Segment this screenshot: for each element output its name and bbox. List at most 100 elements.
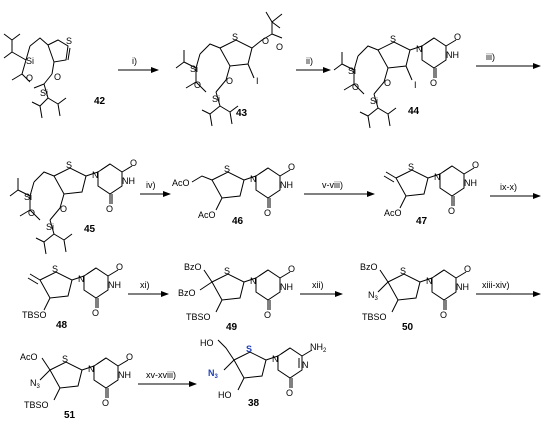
atom-s: S — [52, 264, 58, 274]
atom-tbso: TBSO — [186, 312, 211, 322]
atom-aco: AcO — [20, 352, 38, 362]
compound-number: 42 — [94, 96, 106, 107]
atom-s: S — [232, 32, 238, 42]
atom-n3: N3 — [368, 290, 379, 302]
step-label: xii) — [312, 280, 324, 290]
atom-nh: NH — [280, 282, 293, 292]
atom-n: N — [78, 274, 85, 284]
compound-number: 45 — [84, 224, 96, 235]
compound-number: 46 — [232, 216, 244, 227]
atom-nh: NH — [122, 176, 135, 186]
step-label: i) — [132, 56, 137, 66]
atom-o: O — [194, 80, 201, 90]
atom-o: O — [262, 36, 269, 46]
atom-n: N — [426, 276, 433, 286]
atom-nh2: NH2 — [310, 342, 327, 354]
atom-si: Si — [46, 222, 54, 232]
compound-number: 44 — [408, 106, 420, 117]
atom-o: O — [472, 160, 479, 170]
atom-si: Si — [212, 94, 220, 104]
step-label: xi) — [140, 280, 150, 290]
atom-o: O — [430, 78, 437, 88]
atom-tbso: TBSO — [24, 400, 49, 410]
step-label: v-viii) — [322, 180, 343, 190]
atom-s: S — [62, 354, 68, 364]
compound-42: S Si O Si O 42 — [3, 33, 106, 119]
atom-aco: AcO — [384, 208, 402, 218]
compound-number: 50 — [402, 322, 414, 333]
step-label: xiii-xiv) — [482, 280, 510, 290]
atom-o: O — [264, 310, 271, 320]
atom-o: O — [286, 388, 293, 398]
compound-51: S N NH O O AcO N3 TBSO 51 — [20, 352, 133, 421]
atom-si: Si — [190, 64, 198, 74]
atom-o: O — [26, 73, 33, 83]
atom-n: N — [434, 172, 441, 182]
atom-si: Si — [370, 96, 378, 106]
compound-45: S N NH O O Si O Si O 45 — [9, 158, 137, 255]
atom-s: S — [246, 344, 252, 354]
step-label: ii) — [306, 56, 313, 66]
atom-o: O — [448, 206, 455, 216]
atom-s: S — [390, 34, 396, 44]
atom-o: O — [102, 398, 109, 408]
compound-47: S N NH O O AcO 47 — [383, 160, 479, 227]
atom-nh: NH — [108, 280, 121, 290]
atom-si: Si — [40, 88, 48, 98]
atom-s: S — [224, 164, 230, 174]
atom-ho: HO — [200, 338, 214, 348]
atom-o: O — [288, 162, 295, 172]
atom-o: O — [28, 208, 35, 218]
atom-s: S — [66, 160, 72, 170]
atom-o: O — [60, 204, 67, 214]
atom-o: O — [130, 158, 137, 168]
atom-n: N — [302, 360, 309, 370]
atom-o: O — [126, 352, 133, 362]
atom-o: O — [116, 262, 123, 272]
compound-number: 38 — [248, 398, 260, 409]
atom-o: O — [352, 82, 359, 92]
compound-38: S N N NH2 O HO N3 HO 38 — [200, 338, 327, 409]
atom-s: S — [408, 162, 414, 172]
atom-s: S — [400, 266, 406, 276]
atom-si: Si — [26, 56, 34, 66]
atom-s: S — [66, 36, 72, 46]
step-label: ix-x) — [500, 182, 517, 192]
atom-ho: HO — [218, 390, 232, 400]
atom-bzo: BzO — [184, 262, 202, 272]
atom-o: O — [264, 208, 271, 218]
compound-number: 43 — [236, 108, 248, 119]
atom-i: I — [414, 80, 417, 90]
atom-nh: NH — [464, 178, 477, 188]
atom-bzo: BzO — [360, 262, 378, 272]
atom-o: O — [226, 76, 233, 86]
atom-tbso: TBSO — [362, 312, 387, 322]
atom-n3: N3 — [208, 368, 219, 380]
atom-tbso: TBSO — [22, 310, 47, 320]
step-label: xv-xviii) — [146, 370, 176, 380]
step-label: iv) — [146, 180, 156, 190]
atom-n: N — [88, 364, 95, 374]
compound-number: 47 — [416, 216, 428, 227]
compound-44: S N NH O O I Si O Si O 44 — [333, 32, 461, 129]
atom-i: I — [256, 76, 259, 86]
atom-o: O — [384, 78, 391, 88]
atom-o: O — [106, 204, 113, 214]
atom-o: O — [288, 264, 295, 274]
step-label: iii) — [486, 52, 495, 62]
atom-bzo: BzO — [178, 288, 196, 298]
atom-nh: NH — [446, 50, 459, 60]
atom-n: N — [272, 354, 279, 364]
atom-n3: N3 — [30, 378, 41, 390]
atom-aco: AcO — [198, 210, 216, 220]
atom-nh: NH — [456, 282, 469, 292]
atom-o: O — [464, 264, 471, 274]
atom-n: N — [416, 44, 423, 54]
atom-s: S — [224, 266, 230, 276]
compound-49: S N NH O O BzO BzO TBSO 49 — [178, 262, 295, 333]
atom-o: O — [54, 72, 61, 82]
atom-o: O — [276, 42, 283, 52]
compound-number: 49 — [226, 322, 238, 333]
atom-si: Si — [348, 66, 356, 76]
